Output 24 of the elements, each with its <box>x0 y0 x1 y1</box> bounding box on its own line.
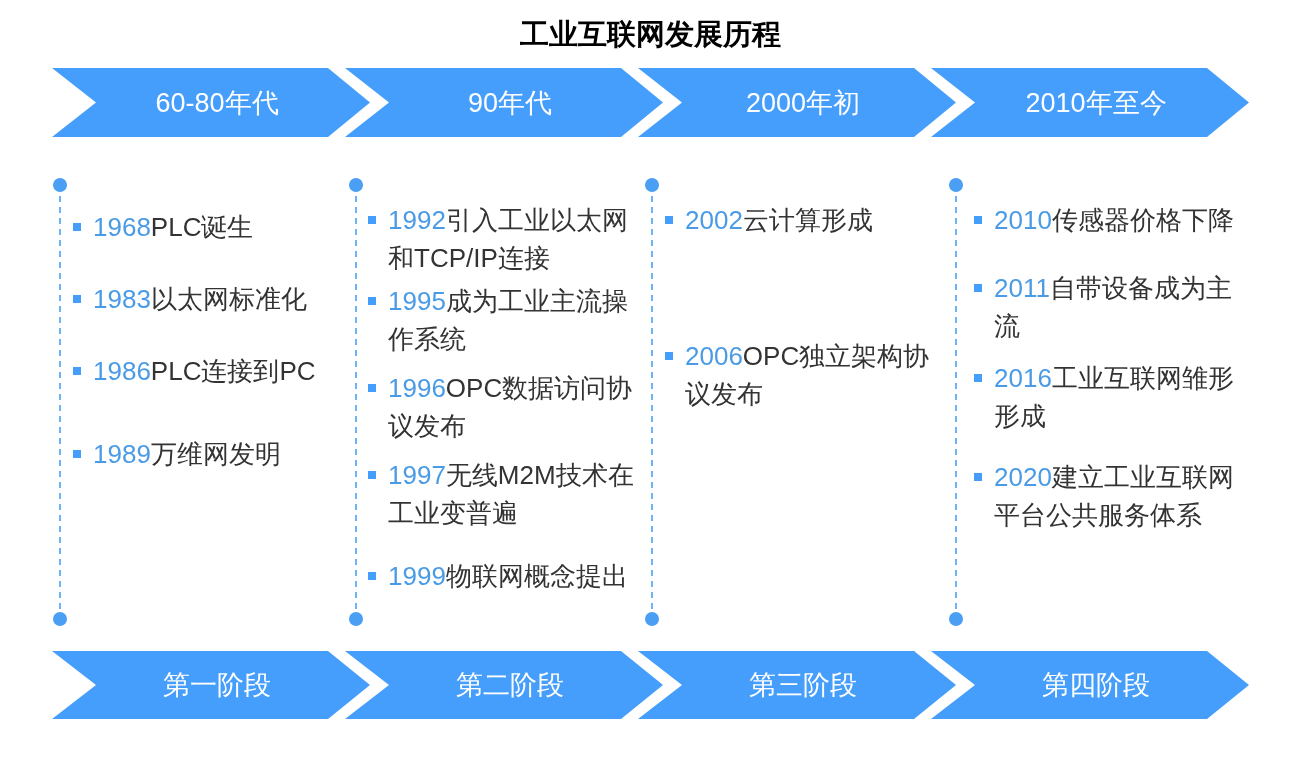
timeline-entry: 1989万维网发明 <box>93 438 282 471</box>
chevron-banner: 2010年至今 <box>931 68 1249 137</box>
timeline-entry: 2011自带设备成为主流 <box>994 272 1233 343</box>
timeline-entry: 1997无线M2M技术在工业变普遍 <box>388 459 635 530</box>
timeline-entry: 1992引入工业以太网和TCP/IP连接 <box>388 204 629 275</box>
timeline-entry: 1983以太网标准化 <box>93 283 308 316</box>
diagram-title: 工业互联网发展历程 <box>519 17 781 52</box>
timeline-entry: 1968PLC诞生 <box>93 211 255 244</box>
timeline-entry: 1995成为工业主流操作系统 <box>388 285 629 356</box>
timeline-entry: 1999物联网概念提出 <box>388 560 629 593</box>
timeline-entry: 1996OPC数据访问协议发布 <box>388 372 634 443</box>
chevron-banner: 第三阶段 <box>638 651 956 719</box>
chevron-banner: 第一阶段 <box>52 651 370 719</box>
timeline-entry: 1986PLC连接到PC <box>93 355 317 388</box>
timeline-entry: 2002云计算形成 <box>685 204 874 237</box>
chevron-banner: 第四阶段 <box>931 651 1249 719</box>
chevron-banner: 第二阶段 <box>345 651 663 719</box>
timeline-entry: 2020建立工业互联网平台公共服务体系 <box>994 461 1235 532</box>
chevron-banner: 90年代 <box>345 68 663 137</box>
timeline-entry: 2010传感器价格下降 <box>994 204 1235 237</box>
chevron-banner: 2000年初 <box>638 68 956 137</box>
chevron-banner: 60-80年代 <box>52 68 370 137</box>
timeline-entry: 2006OPC独立架构协议发布 <box>685 340 931 411</box>
timeline-entry: 2016工业互联网雏形形成 <box>994 362 1235 433</box>
